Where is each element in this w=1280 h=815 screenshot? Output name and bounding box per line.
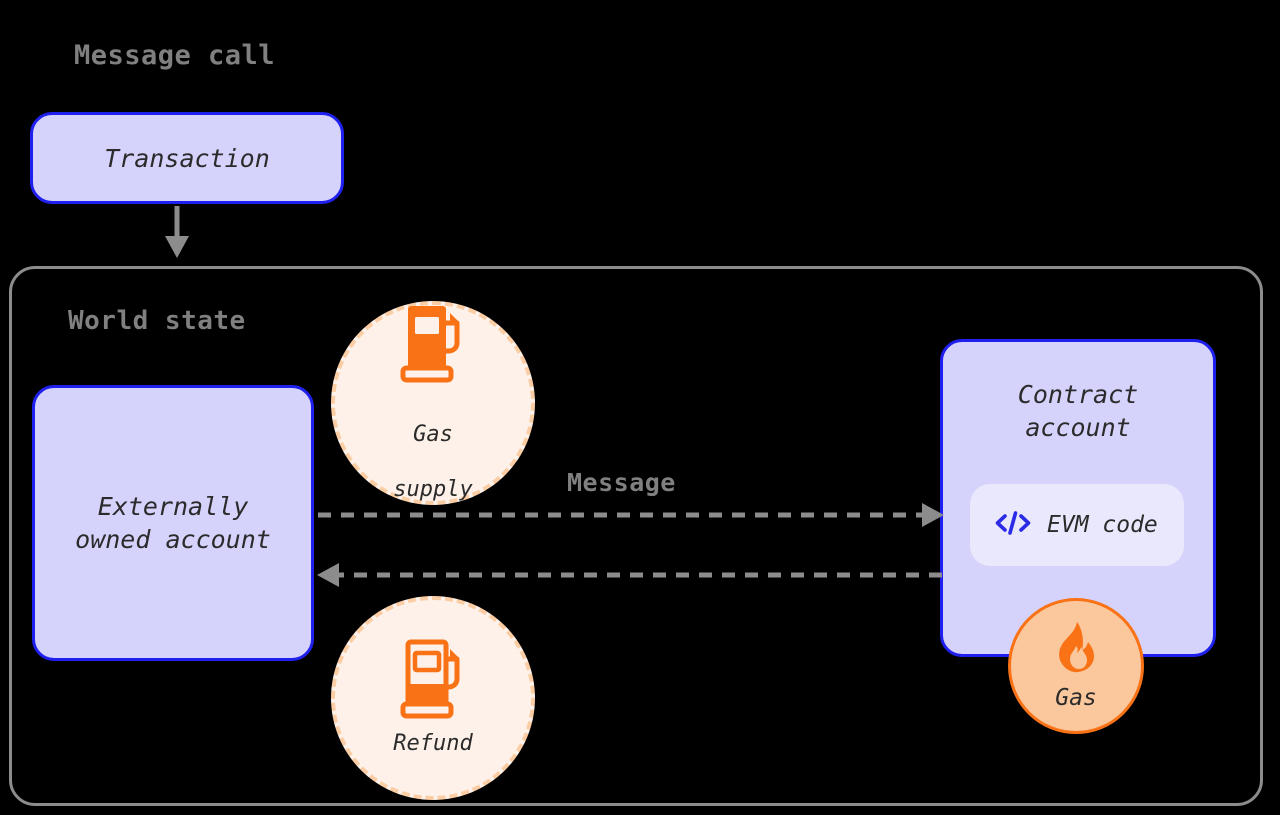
world-state-container [9, 266, 1263, 806]
node-transaction-label: Transaction [104, 143, 270, 173]
node-transaction[interactable]: Transaction [30, 112, 344, 204]
evm-code-label: EVM code [1047, 512, 1158, 538]
node-externally-owned-account[interactable]: Externally owned account [32, 385, 314, 661]
arrow-transaction-to-world-state [165, 206, 189, 258]
badge-gas-supply-label: Gas supply [393, 394, 472, 504]
badge-refund[interactable]: Refund [331, 596, 535, 800]
badge-gas-label: Gas [1055, 684, 1097, 711]
fuel-pump-full-icon [400, 303, 466, 387]
page-title: Message call [74, 40, 276, 71]
eoa-label-line1: Externally [97, 492, 249, 521]
eoa-label-line2: owned account [75, 525, 271, 554]
badge-gas[interactable]: Gas [1008, 598, 1144, 734]
world-state-title: World state [68, 306, 246, 336]
gas-supply-line1: Gas [413, 422, 453, 447]
contract-label-line1: Contract [1017, 380, 1139, 409]
contract-label-line2: account [1025, 413, 1131, 442]
badge-gas-supply[interactable]: Gas supply [331, 301, 535, 505]
code-brackets-icon [994, 508, 1032, 542]
badge-refund-label: Refund [393, 730, 473, 756]
gas-supply-line2: supply [393, 477, 473, 502]
evm-code-pill[interactable]: EVM code [970, 484, 1184, 566]
flame-icon [1048, 620, 1104, 682]
fuel-pump-partial-icon [400, 639, 466, 723]
arrow-label-message: Message [567, 468, 676, 497]
